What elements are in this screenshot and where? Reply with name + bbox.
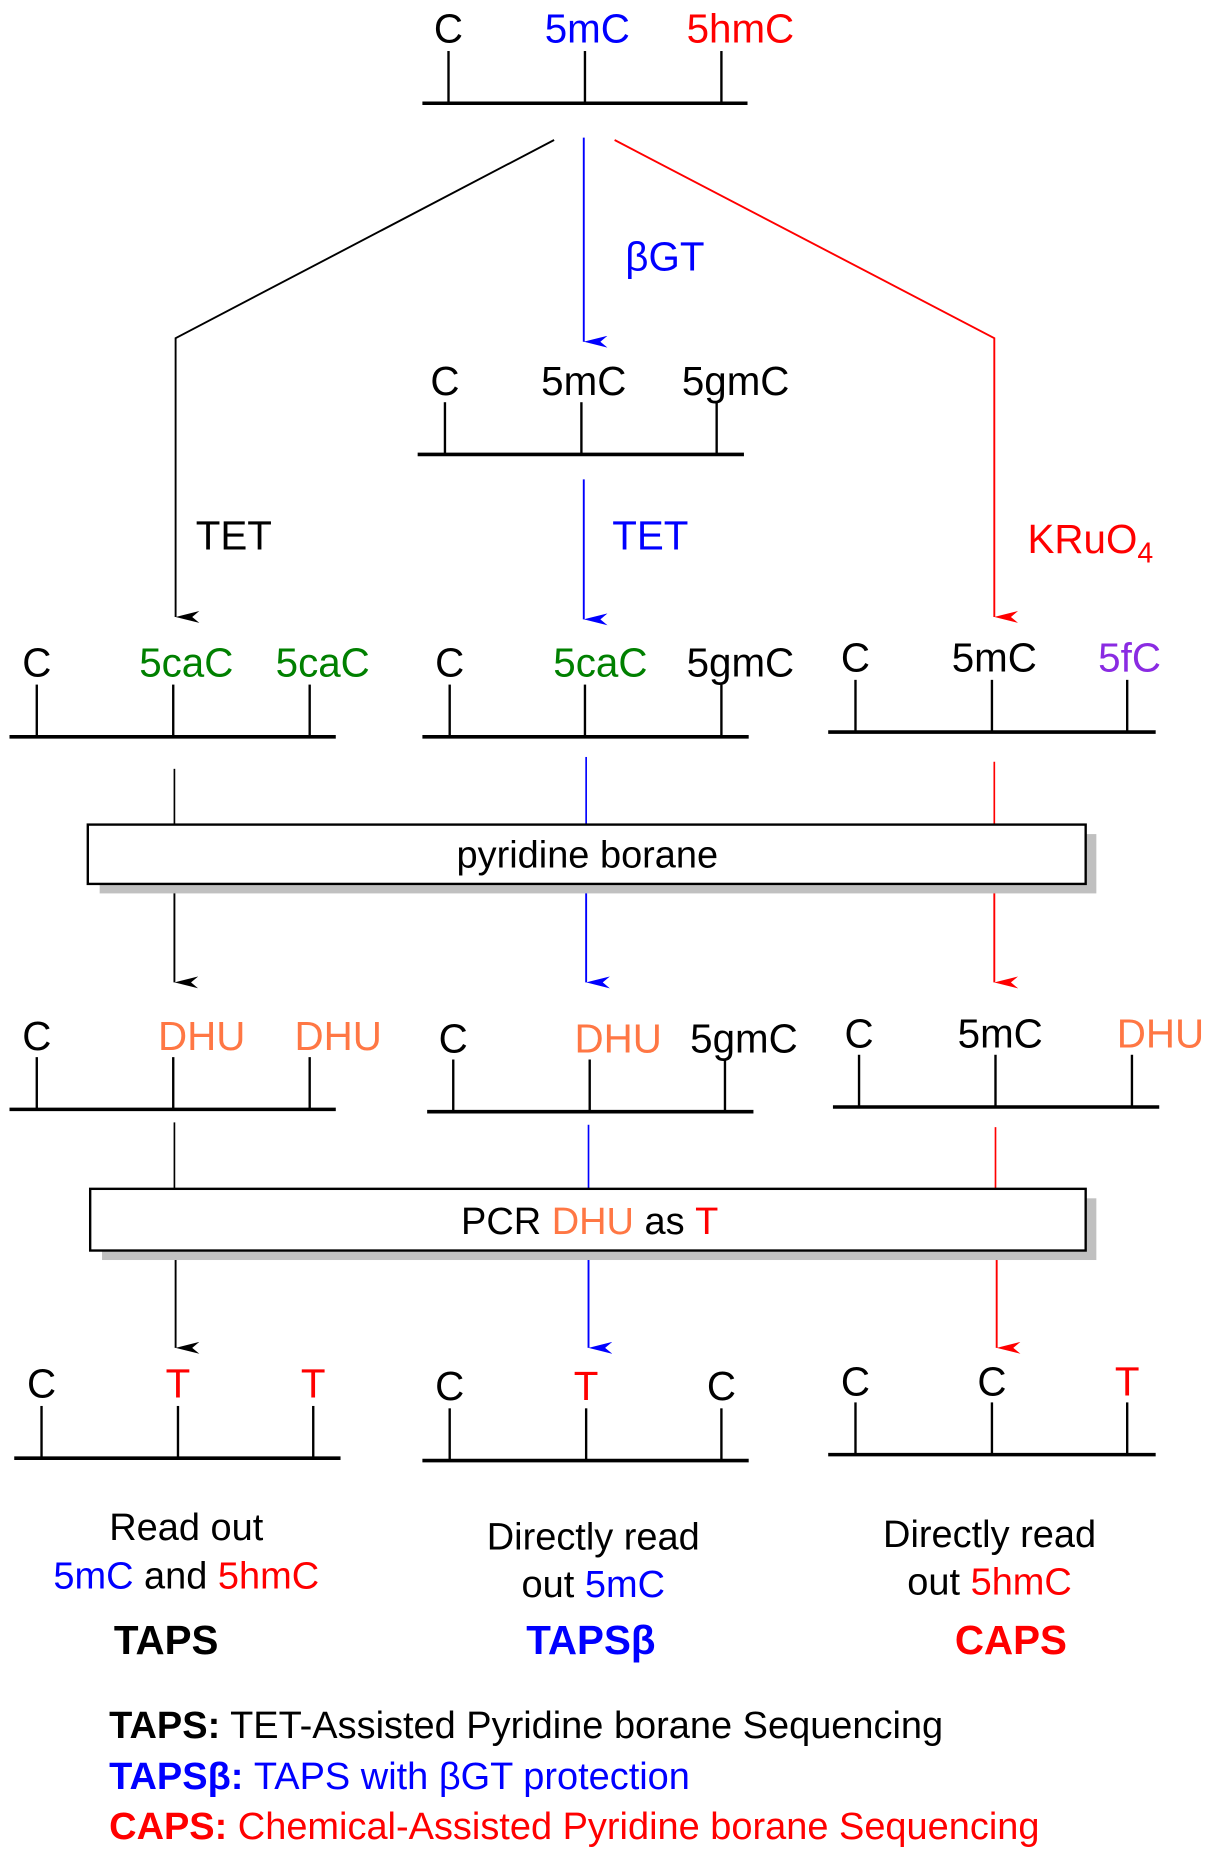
nucleotide-label: 5caC: [553, 639, 647, 685]
nucleotide-label: 5mC: [541, 358, 626, 404]
strand-layer: C 5mC 5hmC C 5mC 5gmC C 5caC 5caC C 5caC 5gmC C 5mC 5f…: [9, 6, 1204, 1463]
kruo4-arrow: [614, 139, 1019, 623]
strand-reduced-taps: C DHU DHU: [9, 1013, 382, 1112]
nucleotide-label: C: [435, 639, 464, 685]
nucleotide-label: DHU: [158, 1013, 245, 1059]
nucleotide-label: C: [22, 639, 51, 685]
strand-oxidized-tapsb: C 5caC 5gmC: [422, 639, 795, 739]
nucleotide-label: DHU: [294, 1013, 381, 1059]
nucleotide-label: C: [430, 358, 459, 404]
readout-caps-line1: Directly read: [883, 1514, 1096, 1556]
reagent-tet-mid: TET: [612, 512, 688, 558]
method-tapsb: TAPSβ: [526, 1617, 655, 1663]
nucleotide-label: 5caC: [276, 639, 370, 685]
pyridine-borane-label: pyridine borane: [457, 834, 719, 876]
nucleotide-label: C: [977, 1358, 1006, 1404]
readout-caps: Directly read out 5hmC CAPS: [883, 1514, 1096, 1663]
strand-reduced-caps: C 5mC DHU: [832, 1011, 1204, 1109]
nucleotide-label: T: [574, 1363, 599, 1409]
pyridine-borane-connectors: [173, 756, 1019, 989]
nucleotide-label: 5fC: [1098, 635, 1161, 681]
nucleotide-label: DHU: [574, 1015, 661, 1061]
pcr-label: PCR DHU as T: [461, 1201, 718, 1243]
nucleotide-label: T: [166, 1361, 191, 1407]
readout-tapsb-line1: Directly read: [487, 1517, 700, 1559]
nucleotide-label: C: [435, 1363, 464, 1409]
nucleotide-label: 5mC: [952, 635, 1037, 681]
reagent-tet-left: TET: [196, 512, 272, 558]
readout-taps: Read out 5mC and 5hmC TAPS: [53, 1507, 319, 1663]
nucleotide-label: C: [841, 635, 870, 681]
nucleotide-label: 5mC: [545, 6, 630, 52]
nucleotide-label: T: [1115, 1358, 1140, 1404]
nucleotide-label: 5gmC: [687, 639, 795, 685]
nucleotide-label: 5mC: [958, 1011, 1043, 1057]
pcr-connectors: [173, 1122, 1021, 1354]
strand-reduced-tapsb: C DHU 5gmC: [427, 1015, 798, 1114]
method-taps: TAPS: [114, 1617, 219, 1663]
readout-taps-line2: 5mC and 5hmC: [53, 1556, 319, 1598]
nucleotide-label: C: [707, 1363, 736, 1409]
nucleotide-label: C: [27, 1361, 56, 1407]
legend-tapsb: TAPSβ: TAPS with βGT protection: [109, 1756, 690, 1798]
strand-top: C 5mC 5hmC: [422, 6, 795, 106]
legend: TAPS: TET-Assisted Pyridine borane Seque…: [109, 1705, 1039, 1848]
nucleotide-label: 5caC: [139, 639, 233, 685]
method-caps: CAPS: [955, 1617, 1067, 1663]
pcr-box: PCR DHU as T: [88, 1187, 1097, 1261]
nucleotide-label: 5gmC: [682, 358, 790, 404]
strand-oxidized-caps: C 5mC 5fC: [828, 635, 1161, 734]
legend-taps: TAPS: TET-Assisted Pyridine borane Seque…: [109, 1705, 943, 1747]
nucleotide-label: C: [439, 1015, 468, 1061]
nucleotide-label: C: [844, 1011, 873, 1057]
legend-caps: CAPS: Chemical-Assisted Pyridine borane …: [109, 1806, 1039, 1848]
strand-oxidized-taps: C 5caC 5caC: [9, 639, 370, 739]
readout-caps-line2: out 5hmC: [907, 1562, 1072, 1604]
nucleotide-label: 5hmC: [687, 6, 795, 52]
pyridine-borane-box: pyridine borane: [86, 823, 1097, 894]
reagent-kruo4: KRuO4: [1028, 516, 1154, 569]
branch-arrows: [174, 137, 1019, 626]
nucleotide-label: C: [841, 1358, 870, 1404]
nucleotide-label: DHU: [1117, 1011, 1204, 1057]
readout-taps-line1: Read out: [109, 1507, 263, 1549]
readout-tapsb: Directly read out 5mC TAPSβ: [487, 1517, 700, 1663]
nucleotide-label: 5gmC: [690, 1015, 798, 1061]
strand-bgt: C 5mC 5gmC: [417, 358, 790, 457]
tet-arrow-left: [174, 139, 555, 623]
nucleotide-label: T: [301, 1361, 326, 1407]
nucleotide-label: C: [434, 6, 463, 52]
reagent-bgt: βGT: [625, 234, 704, 280]
readout-tapsb-line2: out 5mC: [522, 1564, 665, 1606]
nucleotide-label: C: [22, 1013, 51, 1059]
